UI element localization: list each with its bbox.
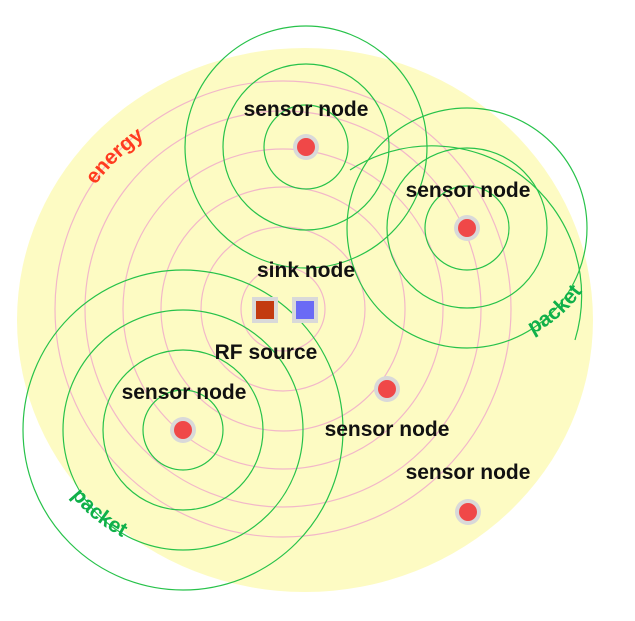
sensor-node-right [454, 215, 480, 241]
packet-rings-top [184, 25, 428, 269]
sensor-node-bottom-right [455, 499, 481, 525]
packet-rings-left [22, 269, 344, 591]
sink-node-marker [292, 297, 318, 323]
label-rf-source: RF source [215, 341, 318, 364]
packet-ring [222, 63, 390, 231]
packet-rings-right [346, 107, 588, 349]
energy-ring-3 [160, 186, 406, 432]
packet-ring [263, 104, 349, 190]
label-sink: sink node [257, 259, 355, 282]
energy-ring-1 [240, 266, 326, 352]
energy-ring-6 [54, 80, 512, 538]
rf-source-marker [252, 297, 278, 323]
energy-ring-4 [122, 148, 444, 470]
energy-ring-5 [84, 110, 482, 508]
packet-ring [346, 107, 588, 349]
packet-ring [22, 269, 344, 591]
packet-ring [386, 147, 548, 309]
packet-ring [102, 349, 264, 511]
sensor-node-mid [374, 376, 400, 402]
packet-ring [184, 25, 428, 269]
energy-rings [54, 80, 512, 538]
label-sensor-bottom-right: sensor node [406, 461, 531, 484]
label-sensor-top: sensor node [244, 98, 369, 121]
label-sensor-left: sensor node [122, 381, 247, 404]
sensor-node-left [170, 417, 196, 443]
sensor-node-top [293, 134, 319, 160]
label-sensor-mid: sensor node [325, 418, 450, 441]
label-sensor-right: sensor node [406, 179, 531, 202]
packet-ring [62, 309, 304, 551]
packet-ring [142, 389, 224, 471]
packet-arc-right [349, 145, 583, 341]
packet-ring [424, 185, 510, 271]
